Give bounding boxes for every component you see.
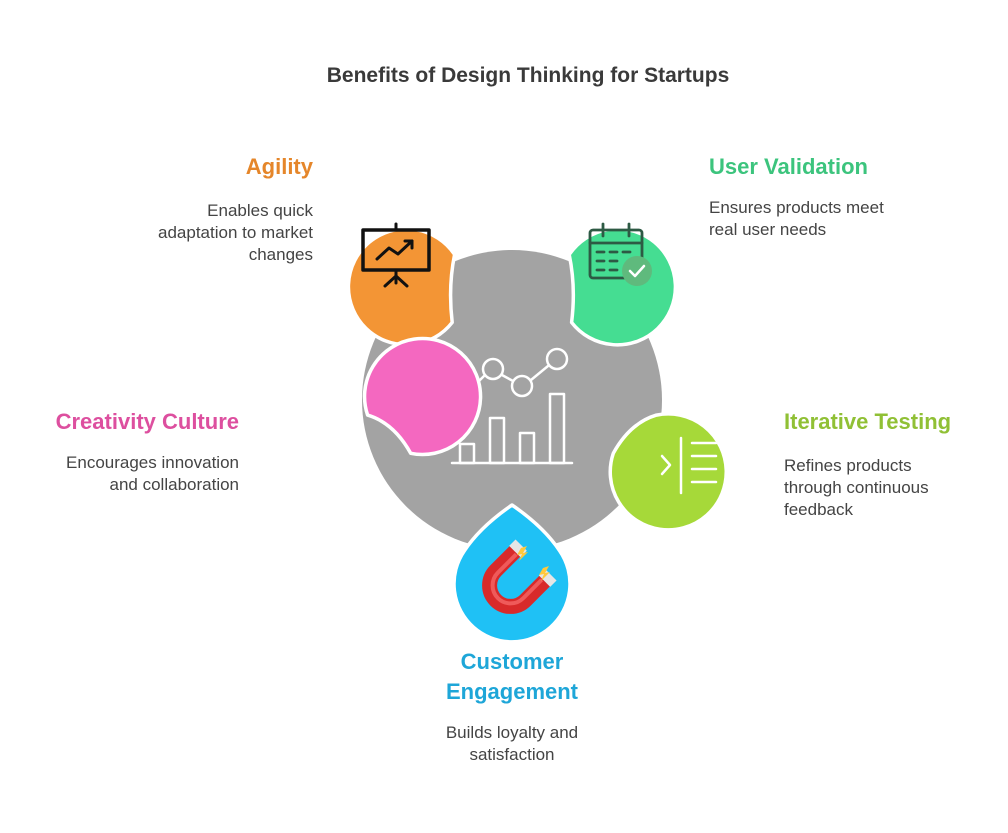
customer-engagement-node (452, 503, 572, 644)
iterative-testing-description-line: through continuous (784, 478, 929, 497)
customer-engagement-description-line: Builds loyalty and (445, 723, 579, 742)
user-validation-description: Ensures products meet real user needs (709, 197, 949, 241)
presentation-chart-icon (361, 222, 431, 288)
calendar-check-icon (588, 222, 652, 286)
spark-icon (517, 546, 550, 581)
user-validation-node (567, 227, 678, 347)
customer-engagement-heading-line: Engagement (445, 679, 579, 704)
creativity-culture-heading: Creativity Culture (55, 409, 239, 434)
iterative-testing-description: Refines products through continuous feed… (784, 455, 994, 521)
diagram-title: Benefits of Design Thinking for Startups (326, 64, 730, 87)
magnet-icon (482, 539, 557, 614)
iterative-testing-heading: Iterative Testing (784, 409, 952, 434)
lightbulb-icon (304, 432, 356, 489)
creativity-culture-description-line: Encourages innovation (66, 453, 239, 472)
customer-engagement-description: Builds loyalty and satisfaction (400, 722, 624, 766)
customer-engagement-heading: Customer Engagement (412, 647, 612, 707)
iterative-testing-description-line: Refines products (784, 456, 912, 475)
list-indent-icon (660, 436, 718, 495)
creativity-culture-node (362, 336, 483, 457)
agility-description: Enables quick adaptation to market chang… (93, 200, 313, 266)
agility-heading: Agility (245, 154, 313, 179)
customer-engagement-heading-line: Customer (460, 649, 564, 674)
agility-description-line: adaptation to market (158, 223, 313, 242)
iterative-testing-node (608, 412, 728, 532)
agility-description-line: Enables quick (207, 201, 313, 220)
user-validation-description-line: Ensures products meet (709, 198, 884, 217)
user-validation-heading: User Validation (709, 154, 868, 179)
creativity-culture-description: Encourages innovation and collaboration (19, 452, 239, 496)
user-validation-description-line: real user needs (709, 220, 827, 239)
iterative-testing-description-line: feedback (784, 500, 853, 519)
agility-description-line: changes (248, 245, 313, 264)
creativity-culture-description-line: and collaboration (109, 475, 239, 494)
customer-engagement-description-line: satisfaction (469, 745, 555, 764)
